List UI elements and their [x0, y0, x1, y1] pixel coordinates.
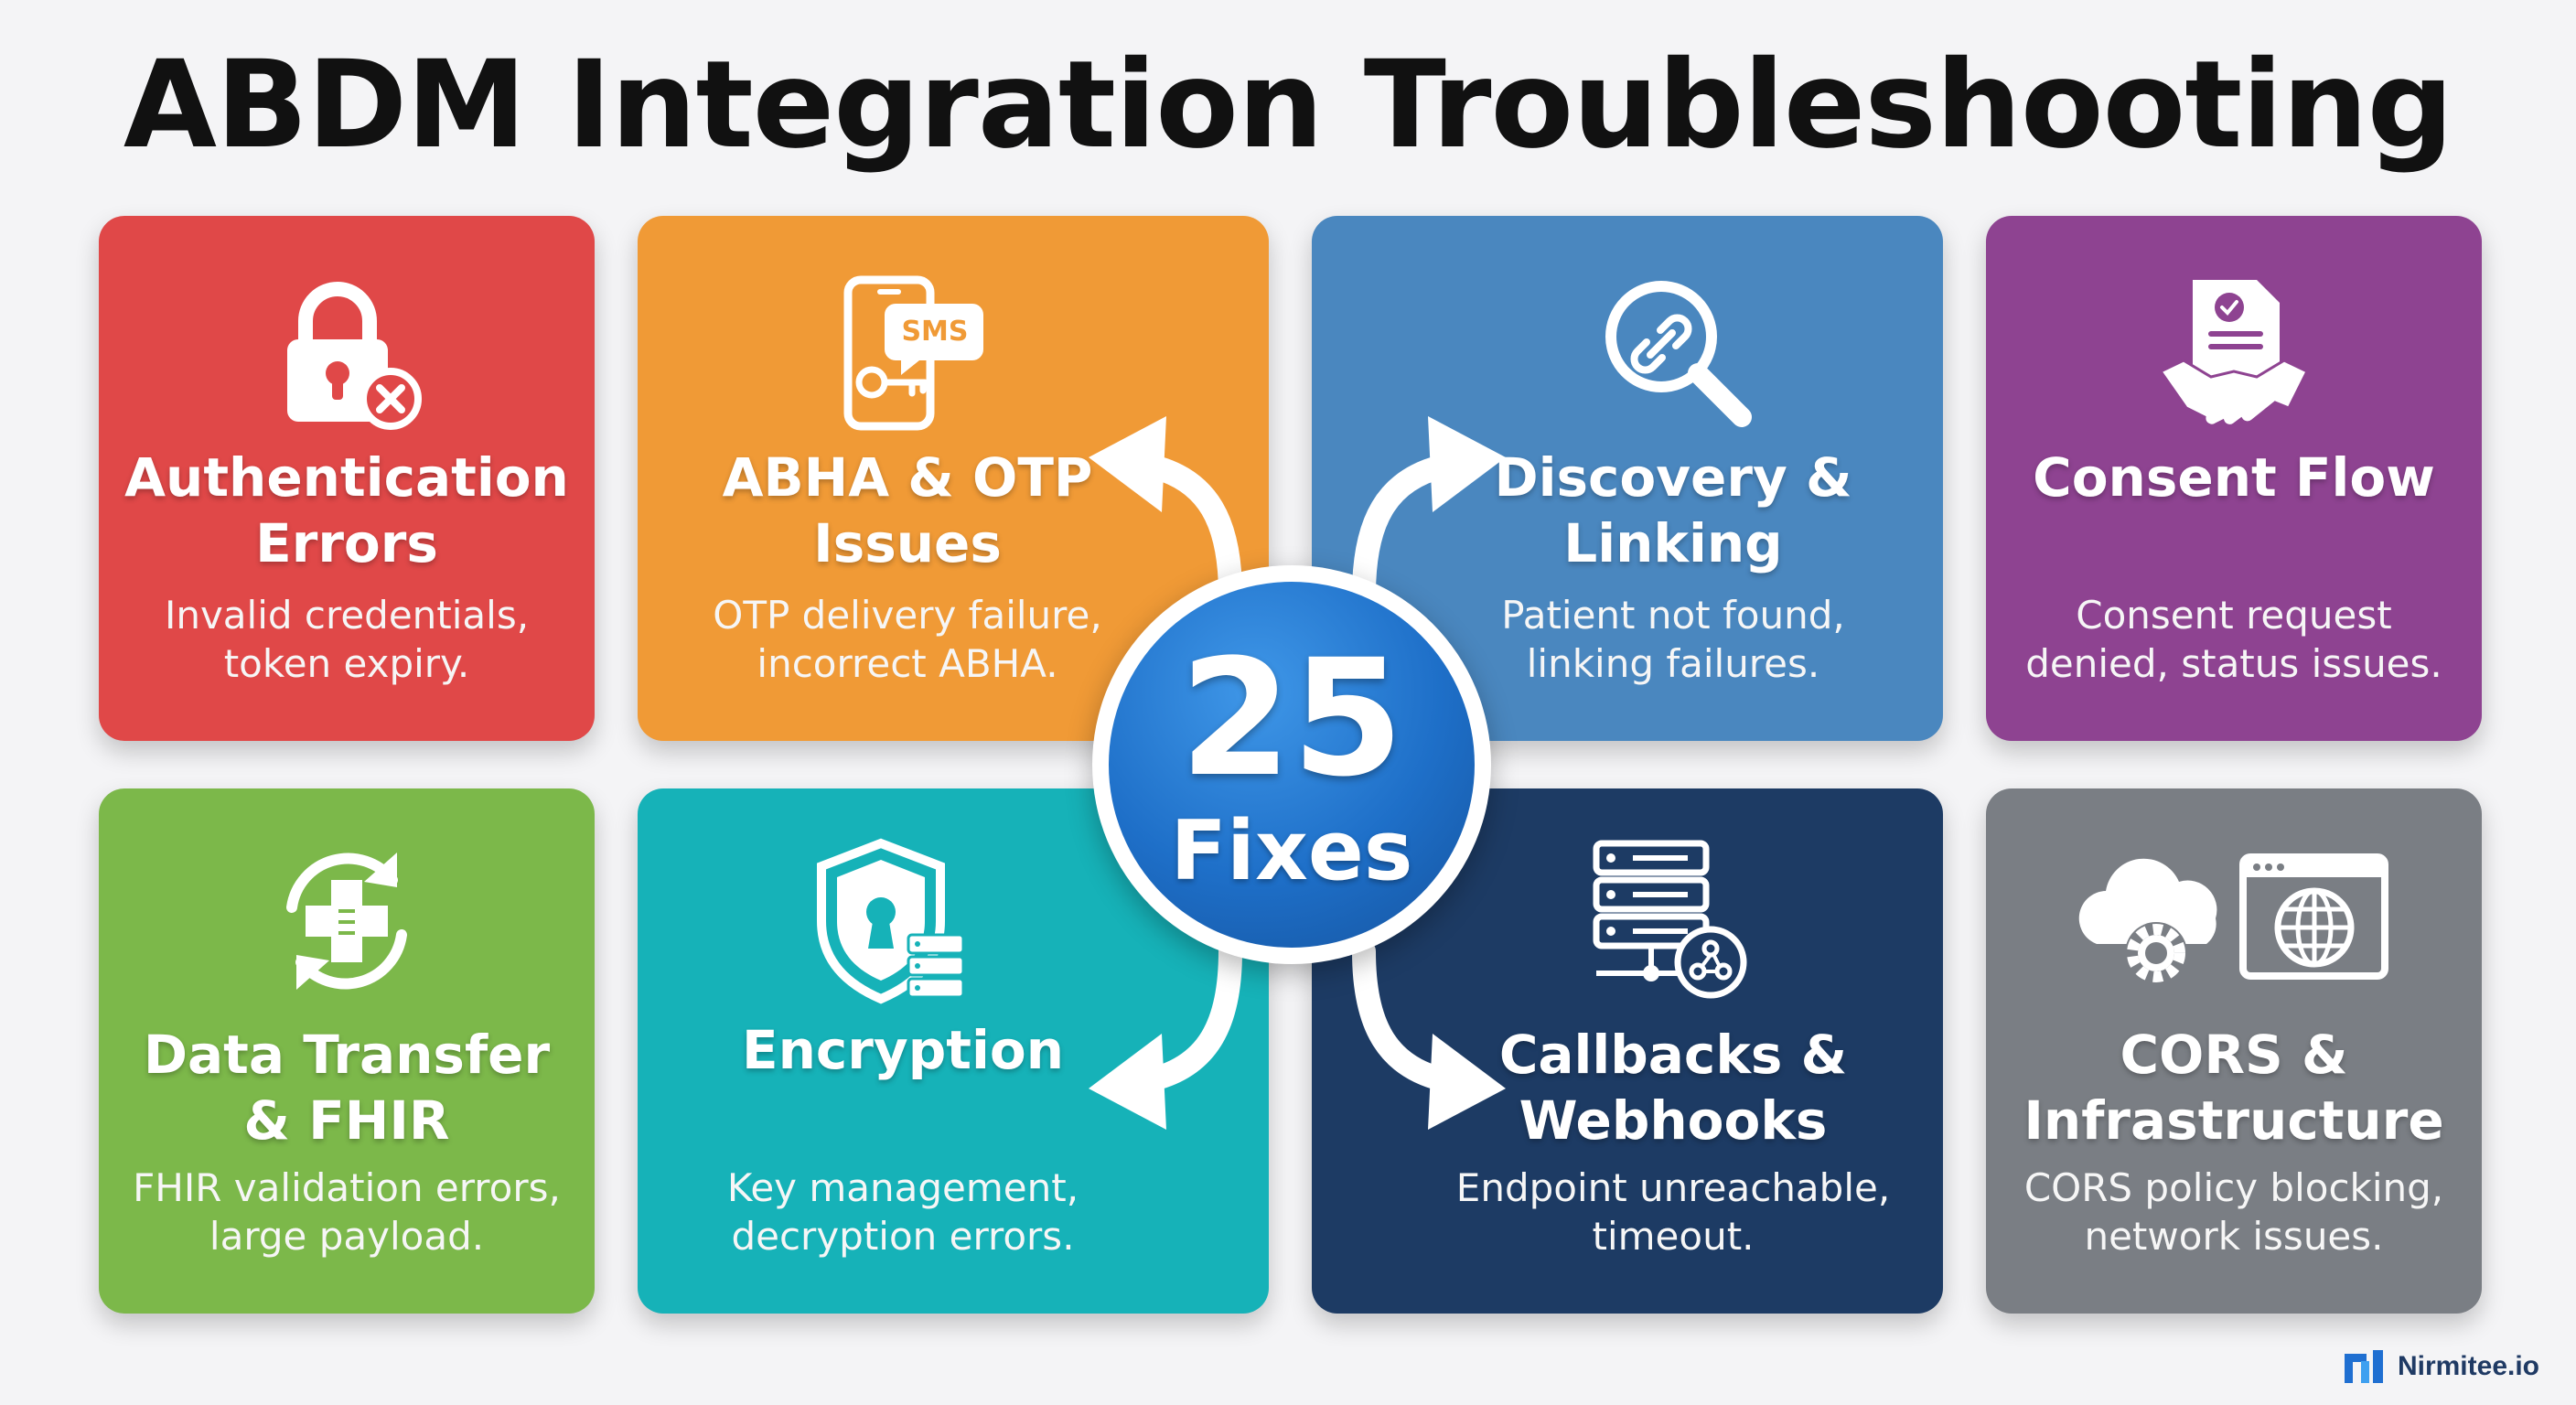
card-description: Patient not found,linking failures. [1501, 593, 1845, 686]
badge-number: 25 [1179, 625, 1404, 812]
center-badge: 25 Fixes [1092, 565, 1491, 964]
arrow-up-right-icon [1352, 416, 1506, 606]
shield-keyhole-icon [817, 838, 965, 1004]
card-title: CORS &Infrastructure [2023, 1024, 2444, 1152]
card-title: Data Transfer& FHIR [143, 1024, 551, 1152]
card-title: Consent Flow [2033, 446, 2435, 509]
card-description: FHIR validation errors,large payload. [133, 1165, 561, 1259]
brand-logo: Nirmitee.io [2343, 1348, 2539, 1385]
card-cors-infrastructure: CORS &Infrastructure CORS policy blockin… [1986, 788, 2482, 1314]
page-title: ABDM Integration Troubleshooting [123, 35, 2453, 176]
card-title: Encryption [742, 1019, 1064, 1081]
medical-cross-sync-icon [286, 853, 407, 990]
brand-name: Nirmitee.io [2397, 1351, 2539, 1381]
card-description: Key management,decryption errors. [726, 1165, 1079, 1259]
arrow-down-left-icon [1089, 939, 1242, 1130]
svg-text:SMS: SMS [901, 316, 968, 348]
card-title: Discovery &Linking [1494, 446, 1852, 574]
padlock-error-icon [287, 282, 422, 430]
cloud-gear-globe-icon [2078, 853, 2388, 984]
center-badge-circle: 25 Fixes [1109, 582, 1475, 948]
search-link-icon [1605, 281, 1753, 427]
card-title: Callbacks &Webhooks [1498, 1024, 1848, 1152]
card-data-transfer-fhir: Data Transfer& FHIR FHIR validation erro… [99, 788, 595, 1314]
card-description: OTP delivery failure,incorrect ABHA. [713, 593, 1102, 686]
arrow-up-left-icon [1089, 416, 1242, 606]
nirmitee-logo-icon [2344, 1350, 2383, 1383]
card-description: CORS policy blocking,network issues. [2023, 1165, 2444, 1259]
server-webhook-icon [1593, 840, 1747, 999]
card-encryption: Encryption Key management,decryption err… [638, 788, 1269, 1314]
document-handshake-icon [2158, 280, 2310, 427]
card-description: Invalid credentials,token expiry. [164, 593, 530, 686]
phone-sms-key-icon: SMS [843, 275, 983, 431]
badge-label: Fixes [1170, 803, 1413, 899]
card-description: Endpoint unreachable,timeout. [1455, 1165, 1891, 1259]
arrow-down-right-icon [1352, 939, 1506, 1130]
